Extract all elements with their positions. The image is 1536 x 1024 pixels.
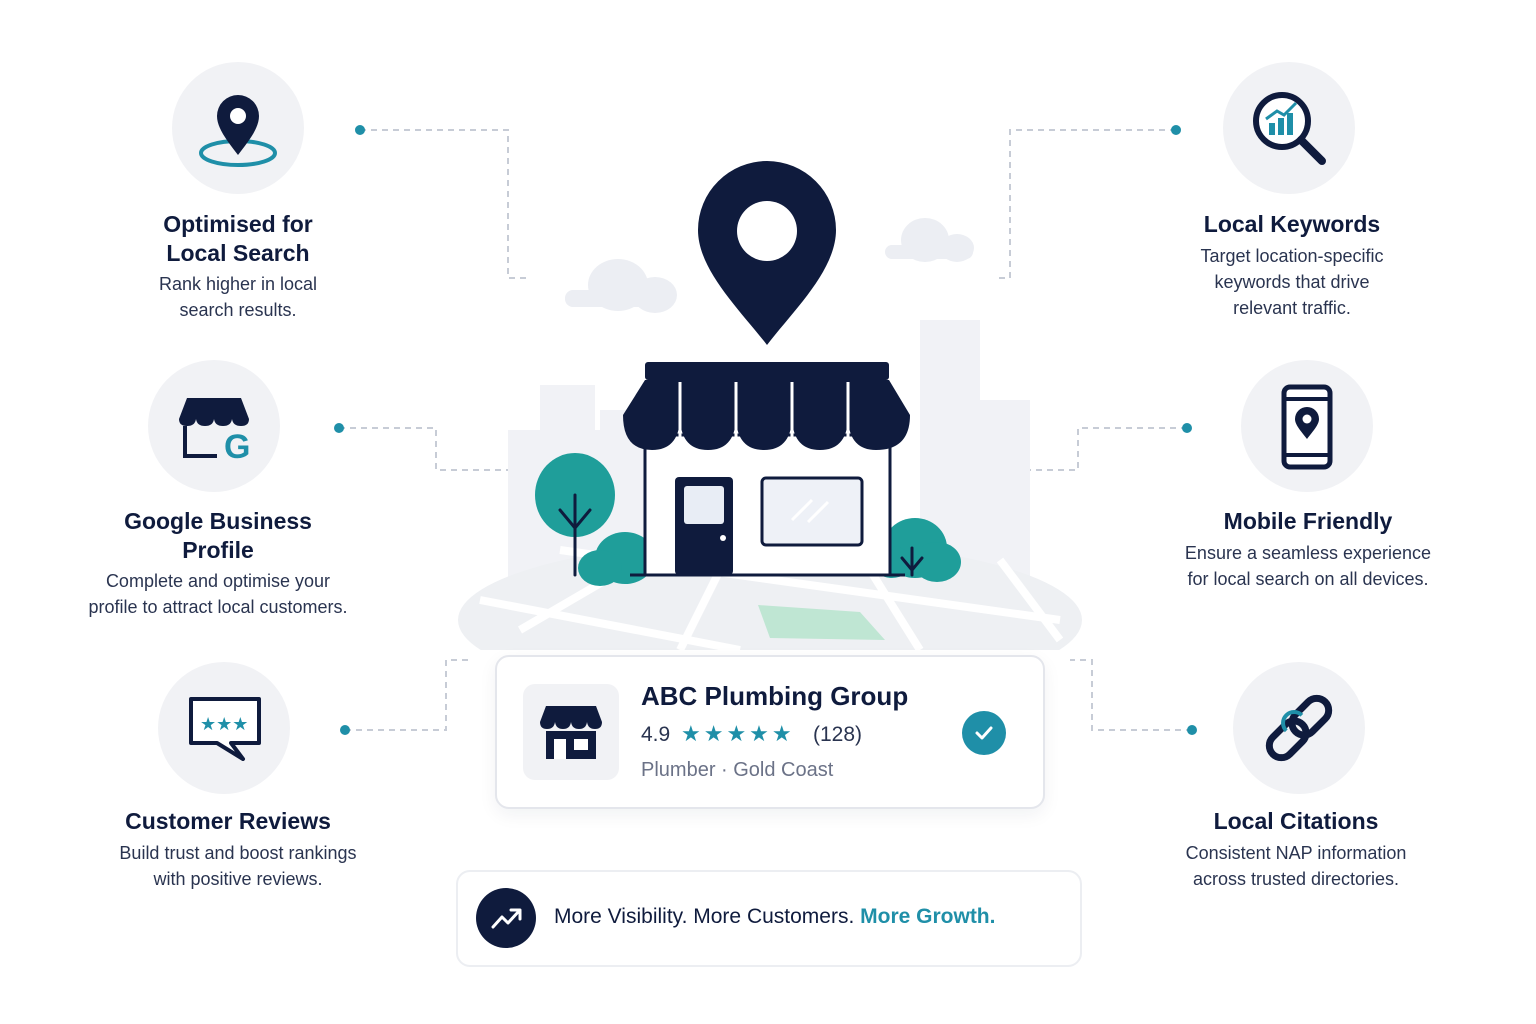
feature-description: Consistent NAP information across truste… xyxy=(1185,843,1407,889)
rating-value: 4.9 xyxy=(641,723,671,746)
chain-link-icon xyxy=(1233,662,1365,794)
review-bubble-icon: ★★★ xyxy=(158,662,290,794)
feature-title: Local Citations xyxy=(1213,808,1379,834)
connector-local-search xyxy=(360,129,530,279)
feature-title: Google Business Profile xyxy=(124,508,312,563)
search-chart-icon xyxy=(1223,62,1355,194)
banner-text: More Visibility. More Customers. More Gr… xyxy=(554,905,995,929)
banner-accent-text: More Growth. xyxy=(860,905,996,928)
business-name: ABC Plumbing Group xyxy=(641,681,909,711)
svg-text:★★★: ★★★ xyxy=(200,714,248,735)
connector-gbp xyxy=(339,427,510,471)
star-rating-icon: ★★★★★ xyxy=(681,721,795,746)
connector-reviews xyxy=(345,659,470,731)
business-category-location: Plumber · Gold Coast xyxy=(641,759,834,781)
smartphone-pin-icon xyxy=(1241,360,1373,492)
feature-description: Target location-specific keywords that d… xyxy=(1200,246,1384,318)
check-circle-icon xyxy=(962,711,1006,755)
growth-banner: More Visibility. More Customers. More Gr… xyxy=(456,870,1082,967)
feature-description: Rank higher in local search results. xyxy=(158,274,318,320)
business-listing-card[interactable]: ABC Plumbing Group 4.9 ★★★★★ (128) Plumb… xyxy=(495,655,1045,809)
svg-text:G: G xyxy=(224,428,250,466)
feature-title: Mobile Friendly xyxy=(1223,508,1393,534)
connector-citations xyxy=(1070,659,1192,731)
connector-keywords xyxy=(995,129,1176,279)
location-pin-icon xyxy=(172,62,304,194)
storefront-g-icon: G xyxy=(148,360,280,492)
feature-description: Ensure a seamless experience for local s… xyxy=(1184,543,1432,589)
feature-title: Optimised for Local Search xyxy=(163,211,313,266)
feature-description: Complete and optimise your profile to at… xyxy=(88,571,348,617)
store-icon xyxy=(523,684,619,780)
review-count: (128) xyxy=(813,723,863,746)
feature-title: Customer Reviews xyxy=(125,808,331,834)
trend-up-icon xyxy=(476,888,536,948)
feature-description: Build trust and boost rankings with posi… xyxy=(119,843,357,889)
banner-main-text: More Visibility. More Customers. xyxy=(554,905,855,928)
feature-title: Local Keywords xyxy=(1203,211,1381,237)
storefront-illustration xyxy=(458,161,1082,650)
